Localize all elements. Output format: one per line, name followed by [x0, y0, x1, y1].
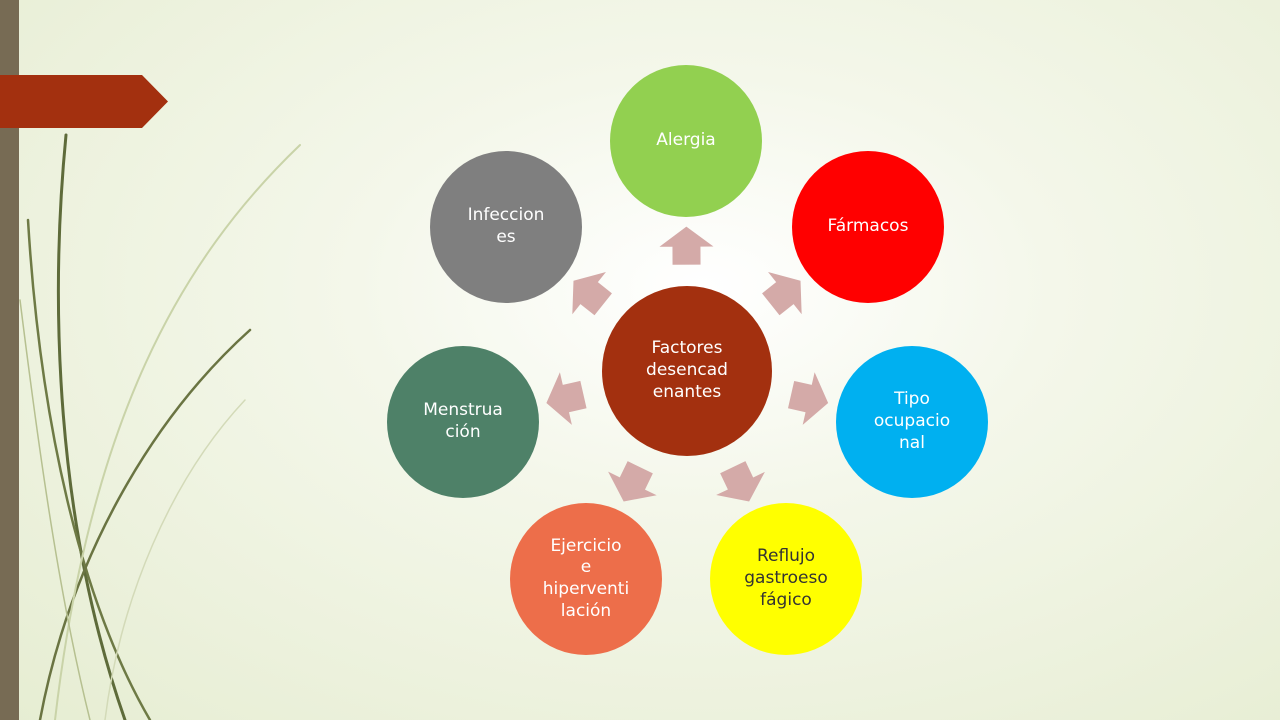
node-label: Tipo ocupacio nal	[873, 389, 951, 453]
node-alergia: Alergia	[610, 65, 762, 217]
arrow-to-tipo-ocupacional	[788, 372, 829, 425]
node-farmacos: Fármacos	[792, 151, 944, 303]
node-tipo-ocupacional: Tipo ocupacio nal	[836, 346, 988, 498]
node-label: Reflujo gastroeso fágico	[744, 546, 828, 610]
node-reflujo-gastroesofagico: Reflujo gastroeso fágico	[710, 503, 862, 655]
decorative-grass-lines	[19, 133, 301, 720]
arrow-to-menstruacion	[546, 372, 587, 425]
node-ejercicio-hiperventilacion: Ejercicio e hiperventi lación	[510, 503, 662, 655]
arrow-to-infecciones	[572, 272, 612, 316]
node-menstruacion: Menstrua ción	[387, 346, 539, 498]
left-sidebar-bar	[0, 0, 19, 720]
arrow-to-farmacos	[762, 272, 802, 316]
node-label: Alergia	[656, 130, 716, 151]
node-label: Fármacos	[827, 216, 909, 237]
node-label: Ejercicio e hiperventi lación	[542, 535, 630, 621]
arrow-to-alergia	[659, 226, 714, 265]
center-node-label: Factores desencad enantes	[646, 338, 728, 402]
arrow-to-ejercicio	[608, 461, 657, 502]
title-tab-arrow	[0, 75, 168, 128]
arrow-to-reflujo	[716, 461, 765, 502]
node-label: Infeccion es	[467, 205, 545, 247]
node-label: Menstrua ción	[423, 400, 503, 442]
center-node-factores: Factores desencad enantes	[602, 286, 772, 456]
node-infecciones: Infeccion es	[430, 151, 582, 303]
